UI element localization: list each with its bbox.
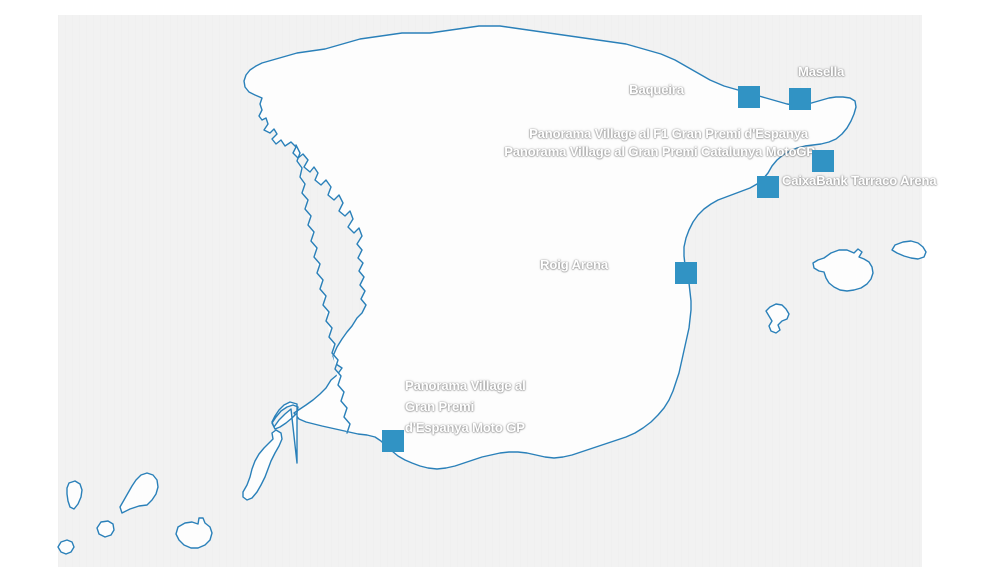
venue-marker-circuit-catalunya[interactable] bbox=[812, 150, 834, 172]
ibiza-outline bbox=[766, 304, 789, 333]
venue-marker-jerez[interactable] bbox=[382, 430, 404, 452]
venue-label-motogp-espanya-jerez[interactable]: Panorama Village al Gran Premi d'Espanya… bbox=[405, 375, 535, 438]
venue-marker-roig-arena[interactable] bbox=[675, 262, 697, 284]
portugal-border-line bbox=[296, 145, 350, 433]
venue-label-line-2: Gran Premi bbox=[405, 399, 475, 414]
venue-marker-masella[interactable] bbox=[789, 88, 811, 110]
venue-label-baqueira[interactable]: Baqueira bbox=[629, 82, 684, 97]
fuerteventura-outline bbox=[243, 430, 282, 500]
venue-marker-caixabank-tarraco-arena[interactable] bbox=[757, 176, 779, 198]
la-gomera-outline bbox=[97, 521, 114, 537]
venue-label-caixabank-tarraco-arena[interactable]: CaixaBank Tarraco Arena bbox=[782, 173, 937, 188]
venue-label-line-3: d'Espanya Moto GP bbox=[405, 420, 525, 435]
venue-label-line-1: Panorama Village al bbox=[405, 378, 526, 393]
venue-label-roig-arena[interactable]: Roig Arena bbox=[540, 257, 608, 272]
mallorca-outline bbox=[813, 249, 873, 291]
venue-label-masella[interactable]: Masella bbox=[798, 64, 845, 79]
lanzarote-outline bbox=[272, 402, 298, 463]
menorca-outline bbox=[892, 241, 926, 259]
tenerife-outline bbox=[120, 473, 158, 513]
el-hierro-outline bbox=[58, 540, 74, 554]
la-palma-outline bbox=[67, 481, 82, 509]
venue-label-motogp-catalunya[interactable]: Panorama Village al Gran Premi Catalunya… bbox=[504, 144, 815, 159]
venue-marker-baqueira[interactable] bbox=[738, 86, 760, 108]
gran-canaria-outline bbox=[176, 518, 212, 548]
venue-label-f1-gran-premi-espanya[interactable]: Panorama Village al F1 Gran Premi d'Espa… bbox=[529, 126, 808, 141]
